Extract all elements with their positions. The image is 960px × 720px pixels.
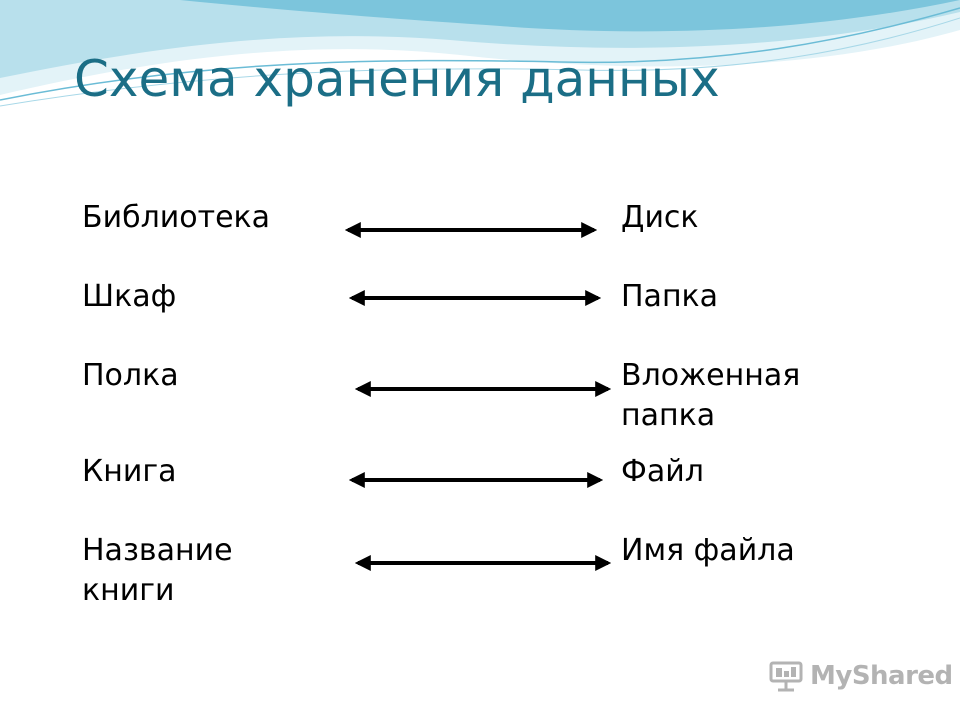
storage-item-cabinet: Шкаф bbox=[82, 279, 177, 314]
storage-item-shelf: Полка bbox=[82, 358, 179, 393]
computer-item-file: Файл bbox=[621, 454, 704, 489]
computer-item-folder: Папка bbox=[621, 279, 719, 314]
storage-item-book: Книга bbox=[82, 454, 177, 489]
logo-text: MyShared bbox=[810, 661, 953, 691]
slide-title: Схема хранения данных bbox=[74, 50, 720, 108]
wave-band-dark bbox=[180, 0, 960, 32]
header-wave-decoration bbox=[0, 0, 960, 107]
wave-line-1 bbox=[0, 7, 960, 101]
storage-item-library: Библиотека bbox=[82, 200, 271, 235]
wave-line-2 bbox=[0, 17, 960, 107]
myshared-logo: MyShared bbox=[768, 656, 953, 696]
storage-item-book-title: Название книги bbox=[82, 533, 233, 608]
computer-item-file-name: Имя файла bbox=[621, 533, 795, 568]
presentation-board-icon bbox=[769, 661, 803, 692]
computer-item-disk: Диск bbox=[621, 200, 699, 235]
computer-item-subfolder: Вложенная папка bbox=[621, 358, 801, 433]
